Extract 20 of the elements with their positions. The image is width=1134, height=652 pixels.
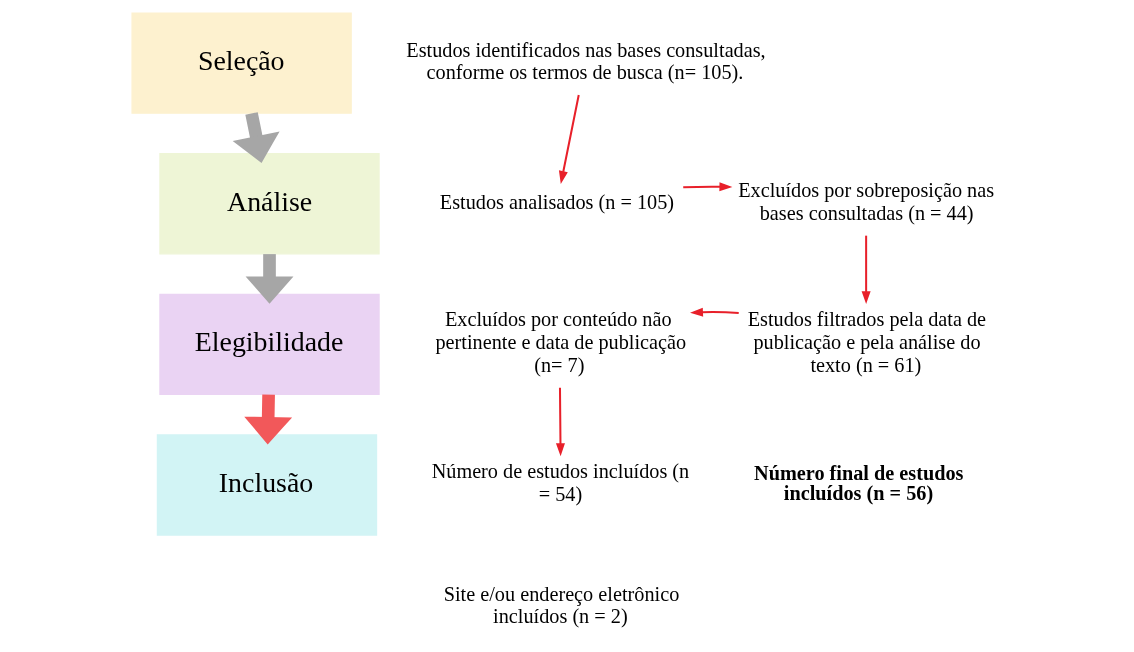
arrow: [558, 94, 580, 184]
node-box: Inclusão: [156, 434, 377, 536]
arrow: [243, 394, 292, 445]
node-text: Excluídos por conteúdo não pertinente e data de publicação (n= 7): [434, 308, 686, 376]
node-text: Excluídos por sobreposição nas bases consultadas (n = 44): [737, 179, 994, 224]
node-box: Seleção: [130, 12, 352, 114]
arrow: [555, 387, 565, 457]
arrow: [682, 182, 732, 192]
arrow: [245, 254, 293, 304]
node-text: Site e/ou endereço eletrônico incluídos (n = 2): [443, 582, 679, 628]
arrow: [689, 307, 739, 317]
arrow: [861, 235, 871, 305]
node-box: Elegibilidade: [158, 293, 380, 396]
node-text: Número de estudos incluídos (n = 54): [431, 460, 689, 506]
node-text: Estudos filtrados pela data de publicação e pela análise do texto (n = 61): [747, 308, 986, 376]
node-text: Estudos analisados (n = 105): [439, 190, 674, 213]
arrow: [232, 112, 280, 164]
node-text: Estudos identificados nas bases consultadas, conforme os termos de busca (n= 105).: [405, 38, 766, 84]
node-text: Número final de estudos incluídos (n = 56): [753, 461, 963, 504]
node-box: Análise: [158, 153, 380, 255]
